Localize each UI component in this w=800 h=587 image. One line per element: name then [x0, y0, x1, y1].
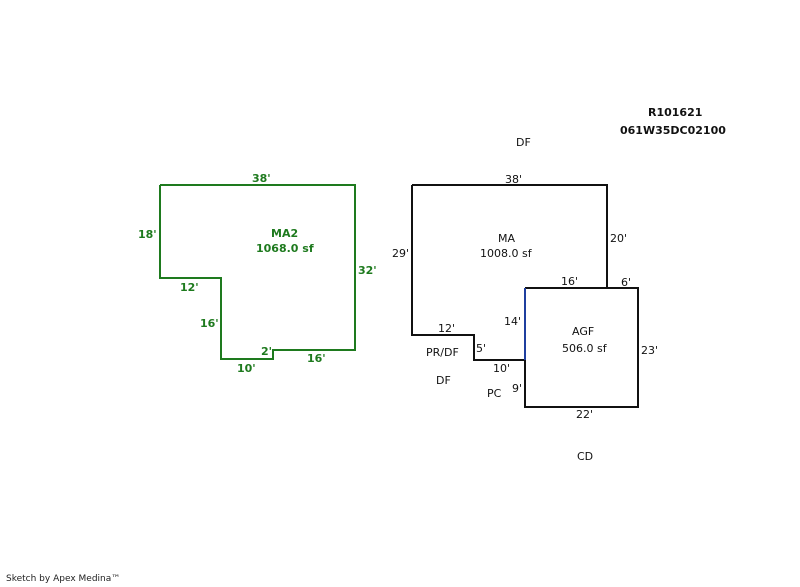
label-pc: PC [487, 387, 502, 400]
label-df-top: DF [516, 136, 531, 149]
ma-dim-left: 29' [392, 247, 409, 260]
parcel-id: R101621 [648, 106, 702, 119]
footer-credit: Sketch by Apex Medina™ [6, 574, 121, 584]
ma-dim-bottom-left: 12' [438, 322, 455, 335]
ma-dim-step-bottom: 10' [493, 362, 510, 375]
agf-area: 506.0 sf [562, 342, 608, 355]
agf-dim-right-top: 6' [621, 276, 631, 289]
ma2-dim-inner: 16' [200, 317, 219, 330]
ma-dim-side: 14' [504, 315, 521, 328]
ma2-dim-right: 32' [358, 264, 377, 277]
ma2-outline [159, 184, 356, 360]
agf-dim-left-lower: 9' [512, 382, 522, 395]
agf-outline [524, 287, 639, 408]
ma2-dim-notch: 2' [261, 345, 272, 358]
ma2-name: MA2 [271, 227, 298, 240]
agf-dim-right: 23' [641, 344, 658, 357]
ma-dim-top: 38' [505, 173, 522, 186]
label-pr-df: PR/DF [426, 346, 459, 359]
ma-name: MA [498, 232, 515, 245]
ma-dim-agf-top: 16' [561, 275, 578, 288]
ma2-area: 1068.0 sf [256, 242, 314, 255]
label-df-left: DF [436, 374, 451, 387]
ma2-dim-top: 38' [252, 172, 271, 185]
ma-outline-left [411, 185, 525, 361]
ma-outline [412, 184, 608, 288]
ma2-dim-bottom-left: 10' [237, 362, 256, 375]
label-cd: CD [577, 450, 593, 463]
agf-name: AGF [572, 325, 594, 338]
ma2-dim-left: 18' [138, 228, 157, 241]
ma2-dim-step: 12' [180, 281, 199, 294]
map-taxlot: 061W35DC02100 [620, 124, 726, 137]
ma-dim-right: 20' [610, 232, 627, 245]
ma2-dim-bottom-right: 16' [307, 352, 326, 365]
agf-dim-bottom: 22' [576, 408, 593, 421]
ma-area: 1008.0 sf [480, 247, 533, 260]
ma-dim-step: 5' [476, 342, 486, 355]
